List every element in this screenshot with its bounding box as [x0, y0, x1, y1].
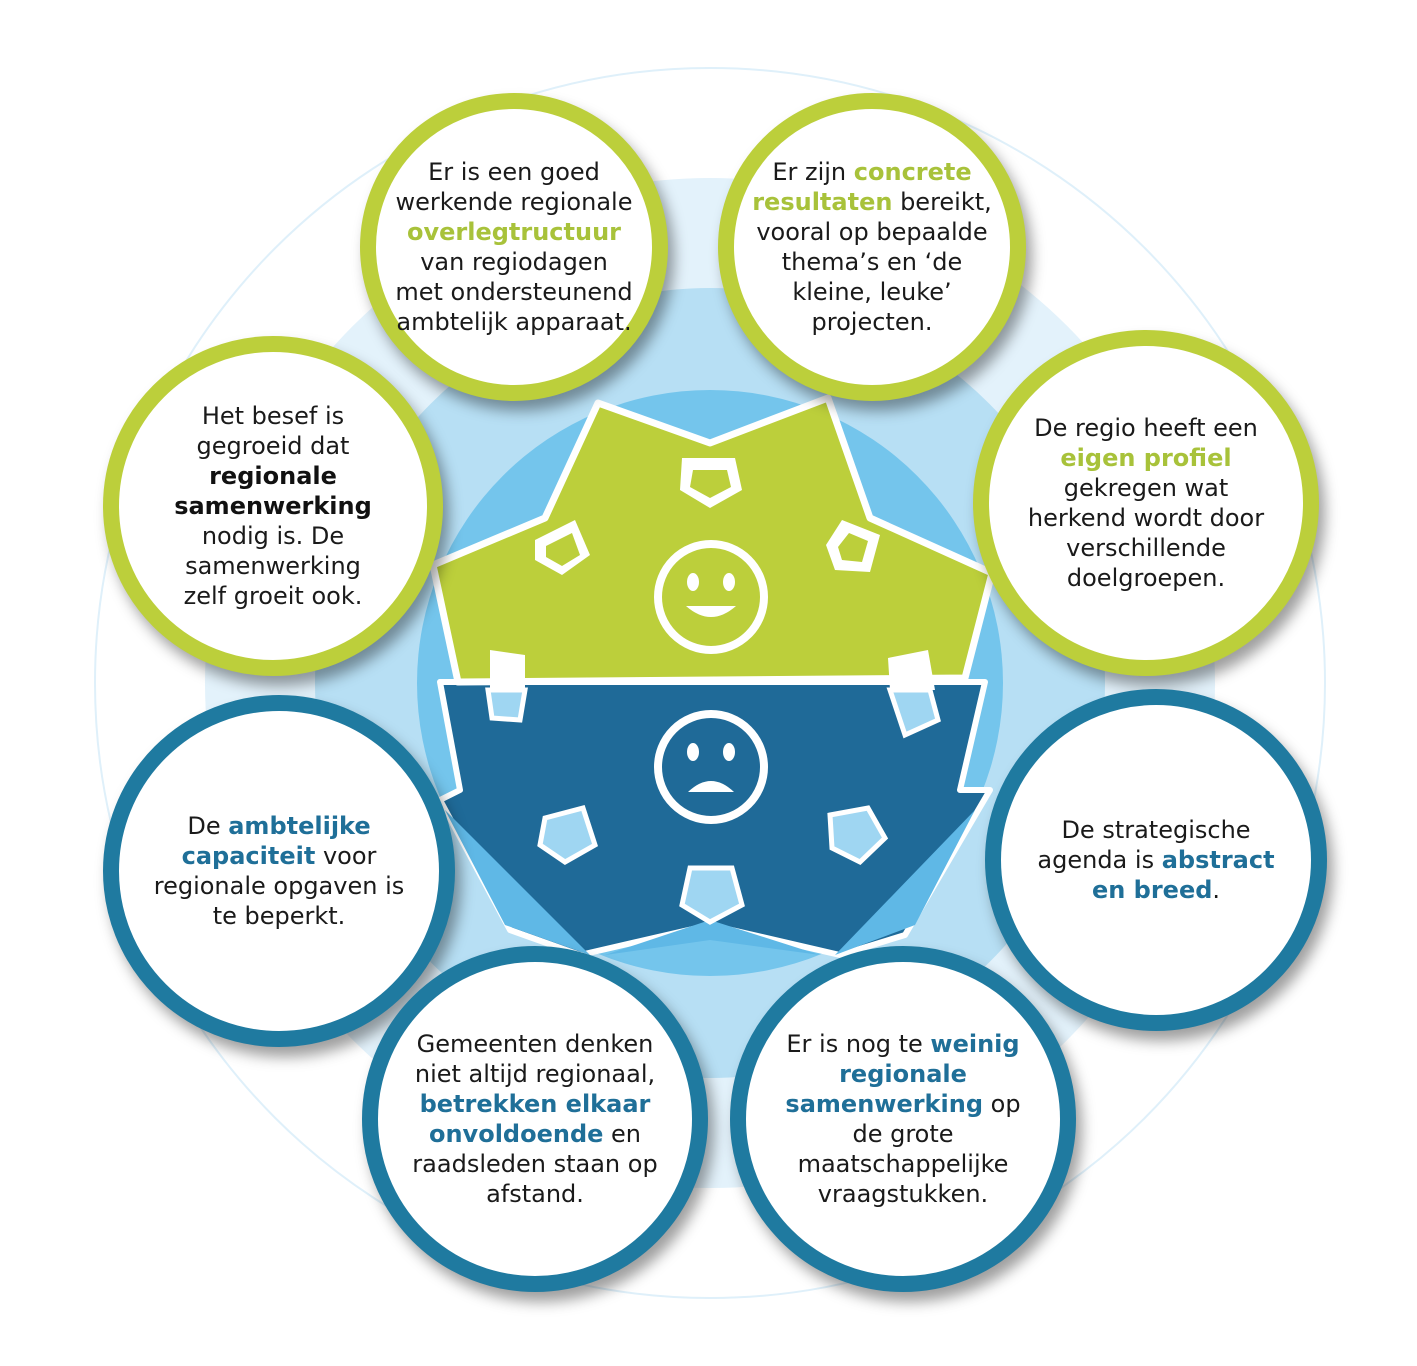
pentagon-notch	[490, 650, 525, 690]
positive-star-half	[429, 394, 996, 690]
pentagon-notch	[838, 533, 868, 562]
pentagon-notch	[537, 804, 599, 865]
pentagon-notch	[679, 865, 745, 925]
circle-text: Het besef is gegroeid dat regionale same…	[174, 402, 372, 610]
pentagon-notch	[888, 650, 935, 690]
circle-text: De regio heeft een eigen profiel gekrege…	[1027, 414, 1265, 592]
circle-text: Er zijn concrete resultaten bereikt, voo…	[752, 158, 992, 336]
circle-overlegstructuur: Er is een goed werkende regionale overle…	[360, 93, 668, 401]
circle-agenda: De strategische agenda is abstract en br…	[985, 689, 1327, 1031]
smiley-face-icon	[654, 540, 768, 654]
circle-text: De ambtelijke capaciteit voor regionale …	[153, 812, 405, 930]
outer-ring	[94, 67, 1326, 1299]
circle-resultaten: Er zijn concrete resultaten bereikt, voo…	[718, 93, 1026, 401]
pentagon-notch	[546, 533, 580, 566]
circle-capaciteit: De ambtelijke capaciteit voor regionale …	[103, 695, 455, 1047]
circle-text: Er is nog te weinig regionale samenwerki…	[785, 1030, 1021, 1208]
circle-gemeenten: Gemeenten denken niet altijd regionaal, …	[362, 946, 708, 1292]
circle-besef: Het besef is gegroeid dat regionale same…	[103, 336, 443, 676]
circle-weinig: Er is nog te weinig regionale samenwerki…	[730, 946, 1076, 1292]
circle-text: Gemeenten denken niet altijd regionaal, …	[412, 1030, 658, 1208]
sad-face-icon	[654, 710, 768, 824]
circle-text: Er is een goed werkende regionale overle…	[395, 158, 633, 336]
pentagon-notch	[827, 805, 889, 866]
circle-text: De strategische agenda is abstract en br…	[1037, 816, 1275, 904]
circle-profiel: De regio heeft een eigen profiel gekrege…	[973, 330, 1319, 676]
pentagon-notch	[690, 470, 731, 498]
pentagon-notch	[485, 687, 528, 723]
